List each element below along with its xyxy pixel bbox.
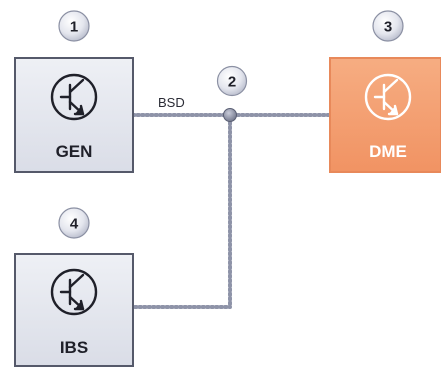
node-gen-label: GEN <box>56 142 93 161</box>
junction-badge: 2 <box>216 65 248 97</box>
node-dme-badge-number: 3 <box>384 19 392 36</box>
node-dme: DME <box>329 57 441 173</box>
transistor-icon <box>50 73 98 121</box>
node-gen: GEN <box>14 57 134 173</box>
node-ibs: IBS <box>14 253 134 367</box>
node-ibs-label: IBS <box>60 338 88 357</box>
transistor-icon <box>364 73 412 121</box>
node-dme-label: DME <box>369 142 407 161</box>
bus-label: BSD <box>158 95 185 110</box>
bus-lines <box>131 113 332 309</box>
node-dme-badge: 3 <box>372 10 404 42</box>
junction-badge-number: 2 <box>228 74 236 91</box>
node-ibs-badge: 4 <box>58 207 90 239</box>
transistor-icon <box>50 268 98 316</box>
junction-dot-icon <box>223 108 237 122</box>
node-ibs-badge-number: 4 <box>70 216 79 233</box>
node-gen-badge: 1 <box>58 10 90 42</box>
node-gen-badge-number: 1 <box>70 19 78 36</box>
